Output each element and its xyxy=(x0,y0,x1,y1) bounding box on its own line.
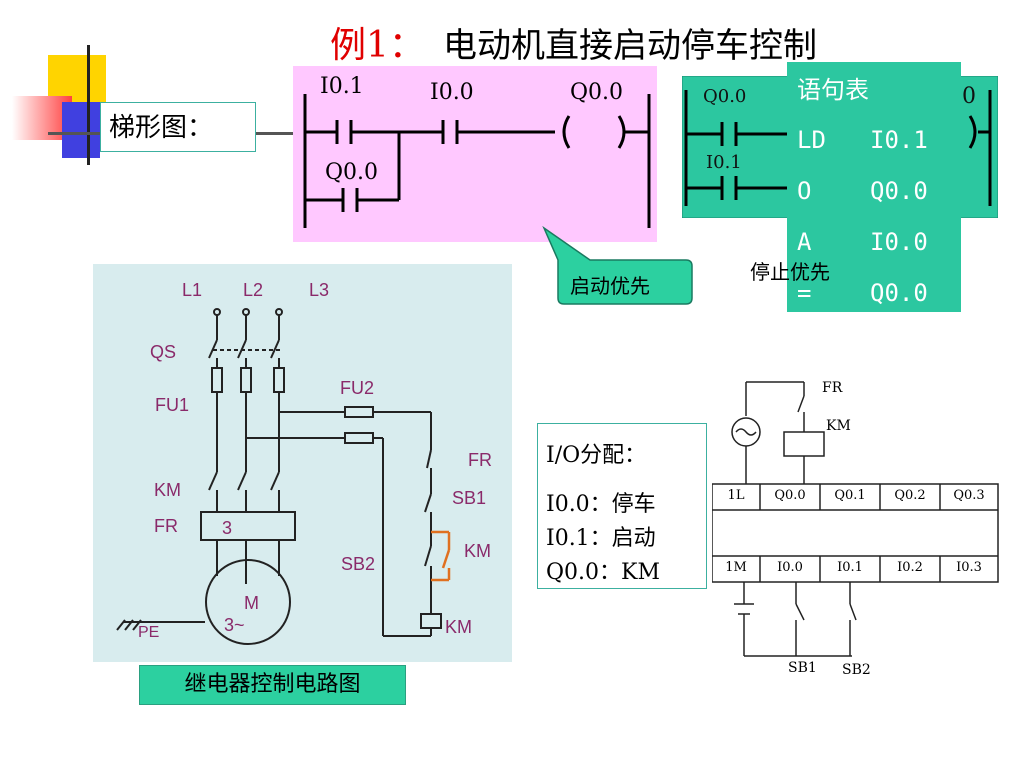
stmt-operand-2: Q0.0 xyxy=(870,177,928,205)
io-line-1: I0.0：停车 xyxy=(546,492,656,517)
ladder2-coil-label: 0 xyxy=(962,84,976,109)
ladder2-contact-q00-label: Q0.0 xyxy=(703,86,747,107)
ladder-label: 梯形图： xyxy=(100,102,256,152)
relay-label-motor-m: M xyxy=(244,593,259,613)
plc-wiring-diagram xyxy=(712,381,999,657)
ladder1-contact-q00-label: Q0.0 xyxy=(325,160,379,185)
plc-terminal-q02: Q0.2 xyxy=(894,488,926,503)
plc-terminal-i02: I0.2 xyxy=(897,560,923,575)
page-title: 电动机直接启动停车控制 xyxy=(443,26,817,66)
stmt-op-3: A xyxy=(797,228,812,256)
relay-label-km-coil: KM xyxy=(445,617,472,637)
relay-label-fu2: FU2 xyxy=(340,378,375,398)
ladder-diagram-start-priority xyxy=(293,66,657,242)
relay-label-l2: L2 xyxy=(243,280,264,300)
relay-circuit-caption: 继电器控制电路图 xyxy=(139,665,406,705)
relay-label-km-main: KM xyxy=(154,480,181,500)
stmt-op-4: = xyxy=(797,279,812,307)
statement-table-title: 语句表 xyxy=(797,76,869,104)
ladder2-contact-i01-label: I0.1 xyxy=(706,152,742,173)
relay-label-fr-ctrl: FR xyxy=(468,450,492,470)
plc-terminal-i03: I0.3 xyxy=(956,560,982,575)
stmt-op-1: LD xyxy=(797,126,826,154)
relay-label-l3: L3 xyxy=(309,280,330,300)
plc-label-sb1: SB1 xyxy=(788,660,817,676)
io-line-3: Q0.0：KM xyxy=(546,560,660,585)
ladder1-contact-i01-label: I0.1 xyxy=(320,74,364,99)
decor-vline xyxy=(87,45,90,165)
plc-label-sb2: SB2 xyxy=(842,662,871,678)
plc-terminal-q01: Q0.1 xyxy=(834,488,866,503)
stmt-operand-3: I0.0 xyxy=(870,228,928,256)
decor-blue-block xyxy=(62,102,100,158)
plc-terminal-1m: 1M xyxy=(725,560,747,575)
relay-circuit-diagram xyxy=(116,308,451,645)
plc-terminal-q03: Q0.3 xyxy=(953,488,985,503)
relay-label-fu1: FU1 xyxy=(155,395,190,415)
relay-label-fr-main: FR xyxy=(154,516,178,536)
relay-label-qs: QS xyxy=(150,342,177,362)
relay-label-fr-num: 3 xyxy=(222,518,233,538)
relay-label-sb2: SB2 xyxy=(341,554,376,574)
io-line-2: I0.1：启动 xyxy=(546,526,656,551)
callout-start-priority: 启动优先 xyxy=(570,274,650,298)
ladder1-coil-label: Q0.0 xyxy=(570,80,624,105)
relay-circuit-background xyxy=(93,264,512,662)
plc-label-fr: FR xyxy=(822,380,843,396)
plc-label-km: KM xyxy=(826,418,851,434)
plc-terminal-i01: I0.1 xyxy=(837,560,863,575)
stmt-op-2: O xyxy=(797,177,812,205)
relay-label-sb1: SB1 xyxy=(452,488,487,508)
title-prefix: 例1： xyxy=(330,25,425,66)
relay-label-l1: L1 xyxy=(182,280,203,300)
plc-terminal-q00: Q0.0 xyxy=(774,488,806,503)
plc-terminal-i00: I0.0 xyxy=(777,560,803,575)
stmt-operand-4: Q0.0 xyxy=(870,279,928,307)
stmt-operand-1: I0.1 xyxy=(870,126,928,154)
relay-label-km-aux: KM xyxy=(464,541,491,561)
io-assignment-box xyxy=(537,423,707,589)
callout-stop-priority: 停止优先 xyxy=(750,260,830,284)
ladder1-contact-i00-label: I0.0 xyxy=(430,80,474,105)
plc-terminal-1l: 1L xyxy=(727,488,745,503)
relay-label-pe: PE xyxy=(138,624,160,641)
callout-start-priority-shape xyxy=(542,226,693,305)
io-title: I/O分配： xyxy=(546,443,647,468)
statement-table xyxy=(787,62,961,312)
relay-label-motor-phase: 3~ xyxy=(224,615,245,635)
